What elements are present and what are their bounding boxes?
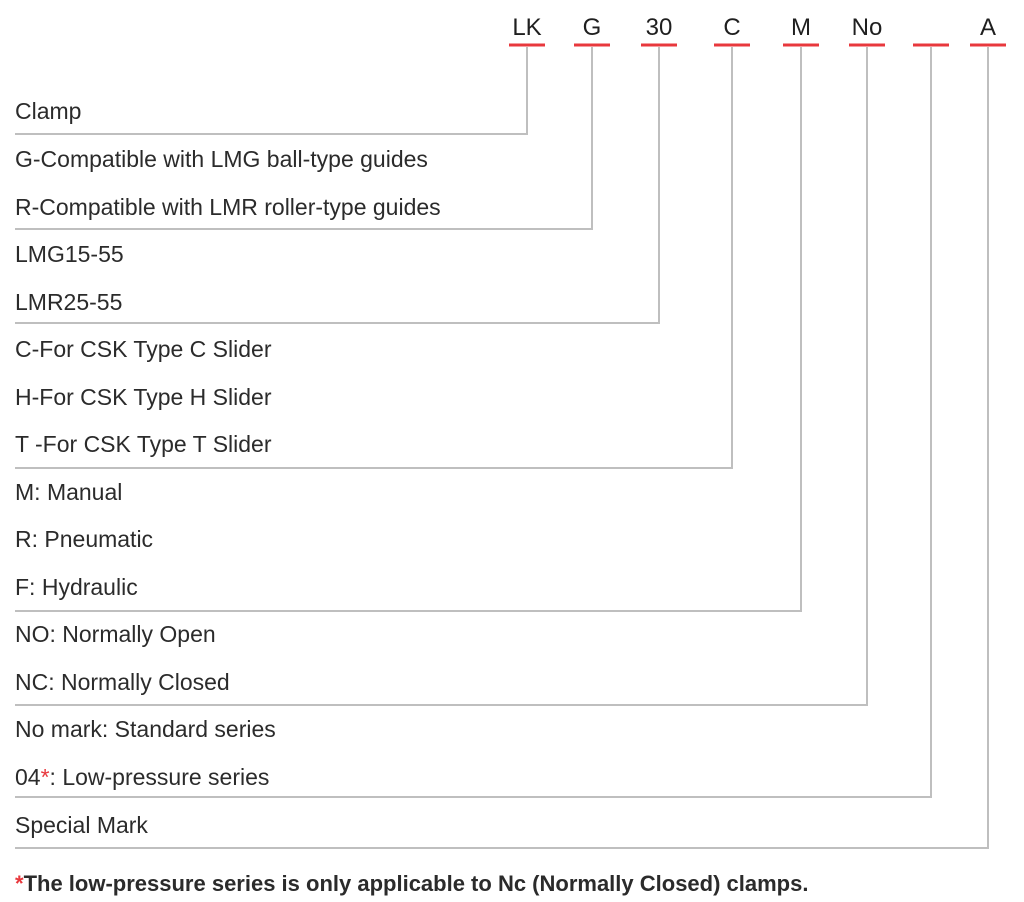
- desc-g-compatible: G-Compatible with LMG ball-type guides: [15, 146, 428, 172]
- desc-special-mark: Special Mark: [15, 812, 148, 838]
- asterisk-mark: *: [40, 764, 50, 790]
- desc-lmr: LMR25-55: [15, 289, 123, 315]
- desc-c-slider: C-For CSK Type C Slider: [15, 336, 272, 362]
- connector-g: [15, 47, 593, 230]
- code-a: A: [979, 14, 996, 41]
- desc-normally-closed: NC: Normally Closed: [15, 669, 230, 695]
- footnote-text: The low-pressure series is only applicab…: [23, 871, 809, 896]
- desc-lmg: LMG15-55: [15, 241, 124, 267]
- code-30: 30: [645, 14, 673, 41]
- connector-no: [15, 47, 868, 706]
- connector-c: [15, 47, 733, 469]
- code-g: G: [582, 14, 602, 41]
- connector-lines: [15, 47, 989, 849]
- footnote: *The low-pressure series is only applica…: [15, 869, 808, 899]
- desc-t-slider: T -For CSK Type T Slider: [15, 431, 272, 457]
- desc-clamp: Clamp: [15, 98, 82, 124]
- low-pressure-code: 04: [15, 764, 41, 790]
- connector-blank: [15, 47, 932, 798]
- code-lk: LK: [512, 14, 542, 41]
- desc-normally-open: NO: Normally Open: [15, 621, 216, 647]
- desc-manual: M: Manual: [15, 479, 123, 505]
- desc-low-pressure-series: 04*: Low-pressure series: [15, 762, 269, 792]
- code-no: No: [851, 14, 883, 41]
- desc-hydraulic: F: Hydraulic: [15, 574, 138, 600]
- footnote-asterisk: *: [15, 871, 24, 896]
- desc-h-slider: H-For CSK Type H Slider: [15, 384, 272, 410]
- connector-a: [15, 47, 989, 849]
- desc-standard-series: No mark: Standard series: [15, 716, 276, 742]
- desc-r-compatible: R-Compatible with LMR roller-type guides: [15, 194, 441, 220]
- connector-30: [15, 47, 660, 324]
- desc-pneumatic: R: Pneumatic: [15, 526, 154, 552]
- low-pressure-label: : Low-pressure series: [49, 764, 270, 790]
- code-m: M: [791, 14, 811, 41]
- code-c: C: [723, 14, 741, 41]
- connector-m: [15, 47, 802, 612]
- connector-lk: [15, 47, 528, 135]
